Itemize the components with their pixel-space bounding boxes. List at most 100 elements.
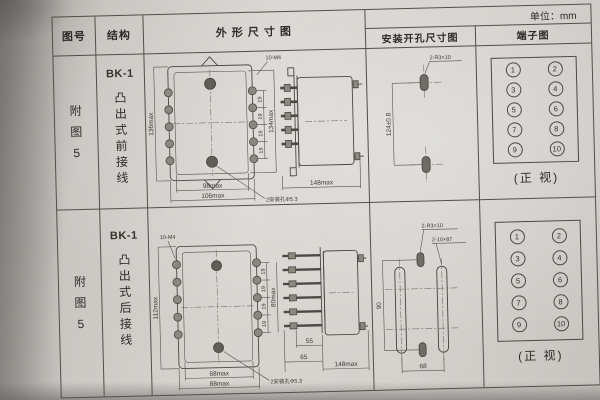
dim-label-slot-hspacing: 68 <box>419 363 427 370</box>
photo-bottom-shadow <box>0 382 600 400</box>
dim-label-screws: 10-M4 <box>160 235 176 241</box>
dim-label-height-left: 112max <box>152 296 160 320</box>
terminal-pin: 6 <box>552 272 568 288</box>
dim-height-right <box>276 262 279 333</box>
row1-outline-drawing: 136max 19 19 19 19 134max 10-M4 98max 10… <box>148 55 364 203</box>
terminal-pin: 8 <box>548 120 564 137</box>
rear-terminal-rods <box>282 252 323 330</box>
dim-width-outer <box>179 386 260 389</box>
terminal-pin: 1 <box>509 228 525 245</box>
terminal-pin: 4 <box>551 249 568 266</box>
dim-label-height-right: 80max <box>270 287 277 307</box>
dim-slot-hspacing <box>402 369 445 372</box>
terminal-pin: 9 <box>511 317 527 333</box>
row1-structure-cell: BK-1 凸 出 式 前 接 线 <box>95 53 147 208</box>
dim-label-pitch: 19 <box>261 286 267 292</box>
dim-label-pitch: 19 <box>258 130 264 136</box>
dim-label-pitch: 19 <box>262 321 268 327</box>
mount-holes-leader <box>215 165 266 199</box>
dim-label-mount-holes: 2安装孔Φ5.3 <box>270 377 302 386</box>
dim-width-inner <box>185 376 254 379</box>
structure-char: 凸 <box>114 90 127 106</box>
row2-terminal-caption: (正 视) <box>517 347 564 363</box>
header-terminal-label: 端子图 <box>516 29 550 42</box>
dim-depth-mid <box>284 360 323 363</box>
header-outline-label: 外 形 尺 寸 图 <box>215 25 293 40</box>
dim-width-inner <box>176 188 249 191</box>
dim-slot-spacing <box>382 260 385 351</box>
terminal-slot-right <box>436 265 450 353</box>
slot-leader <box>419 229 425 252</box>
terminal-pin: 9 <box>507 141 523 158</box>
row1-model: BK-1 <box>105 67 134 81</box>
dim-depth-inner <box>296 344 323 347</box>
centerline-v <box>209 69 213 176</box>
structure-char: 前 <box>115 138 128 154</box>
header-mounting: 安装开孔尺寸图 <box>365 25 475 48</box>
row2-figure-no-cell: 附 图 5 <box>57 209 104 398</box>
row1-mounting-drawing: 124±0.8 2-R3×10 <box>385 55 462 183</box>
dim-height-right <box>273 70 277 173</box>
dimension-table: 图号 结构 外 形 尺 寸 图 单位：mm 安装开孔尺寸图 端子图 附 图 5 … <box>51 3 600 399</box>
structure-char: 接 <box>119 316 133 332</box>
terminal-pin: 10 <box>553 316 569 332</box>
terminal-slot-left <box>394 266 408 354</box>
mount-slot-bottom <box>418 342 427 358</box>
figure-char: 附 <box>69 103 82 119</box>
row1-outline-cell: 136max 19 19 19 19 134max 10-M4 98max 10… <box>143 48 369 207</box>
dim-label-pitch: 19 <box>259 147 265 153</box>
row2-figure-no: 附 图 5 <box>74 275 87 332</box>
terminal-pin: 3 <box>505 82 522 98</box>
pitch-ticks <box>260 262 272 333</box>
terminal-pin: 3 <box>509 250 526 267</box>
terminal-pin: 5 <box>506 102 522 118</box>
dim-label-slot2: 2-10×87 <box>432 237 452 243</box>
row2-mounting-drawing: 90 68 2-R3×10 2-10×87 <box>376 223 467 374</box>
side-hook-bottom <box>289 167 297 177</box>
terminal-pin: 1 <box>505 62 521 78</box>
side-mount-studs <box>357 254 369 331</box>
structure-char: 出 <box>114 106 127 122</box>
row1-figure-no: 附 图 5 <box>69 103 83 160</box>
photo-left-shadow <box>0 0 64 400</box>
bottom-bracket <box>204 179 221 190</box>
dim-label-width-inner: 98max <box>203 183 223 190</box>
row1-terminal-cell: 1 2 3 4 5 6 7 8 9 10 (正 视) <box>475 42 595 199</box>
row1-structure-text: 凸 出 式 前 接 线 <box>114 90 129 186</box>
dim-label-width-outer: 106max <box>201 192 225 200</box>
structure-char: 线 <box>116 170 129 186</box>
terminal-pin: 6 <box>548 101 564 117</box>
top-bracket <box>201 56 218 67</box>
side-mount-studs <box>352 80 364 161</box>
structure-char: 线 <box>120 332 133 348</box>
terminal-pin: 7 <box>510 295 527 311</box>
dim-label-slot: 2-R3×10 <box>422 223 443 230</box>
terminal-pin: 4 <box>547 81 564 97</box>
dim-label-height-right: 134max <box>268 109 276 133</box>
dim-label-pitch: 19 <box>258 113 264 119</box>
row2-terminal-box: 1 2 3 4 5 6 7 8 9 10 <box>494 219 584 342</box>
row2-outline-cell: 10-M4 112max 19 19 19 19 80max 68max 88m… <box>147 202 374 395</box>
dim-width-outer <box>170 198 255 202</box>
photo-corner-shadow <box>0 0 120 70</box>
header-drawing-no: 图号 <box>52 17 95 56</box>
row2-mounting-cell: 90 68 2-R3×10 2-10×87 <box>369 199 484 390</box>
row2-terminal-cell: 1 2 3 4 5 6 7 8 9 10 (正 视) <box>479 196 600 387</box>
screws-leader <box>256 61 268 75</box>
figure-char: 5 <box>77 316 85 332</box>
dim-height-left <box>153 67 157 182</box>
unit-label: 单位：mm <box>529 10 577 23</box>
dim-label-pitch: 19 <box>261 268 267 274</box>
right-terminal-studs <box>252 258 263 338</box>
row2-model: BK-1 <box>109 229 138 243</box>
structure-char: 出 <box>118 268 131 284</box>
row1-terminal-caption: (正 视) <box>513 169 560 185</box>
relay-base-outer <box>175 244 260 369</box>
slot-leader <box>424 61 430 74</box>
row1-figure-no-cell: 附 图 5 <box>53 55 99 210</box>
dim-label-depth: 148max <box>334 361 358 369</box>
side-hook-top <box>287 67 294 77</box>
structure-char: 式 <box>115 122 128 138</box>
screws-leader <box>167 240 176 259</box>
header-structure: 结构 <box>94 15 143 54</box>
